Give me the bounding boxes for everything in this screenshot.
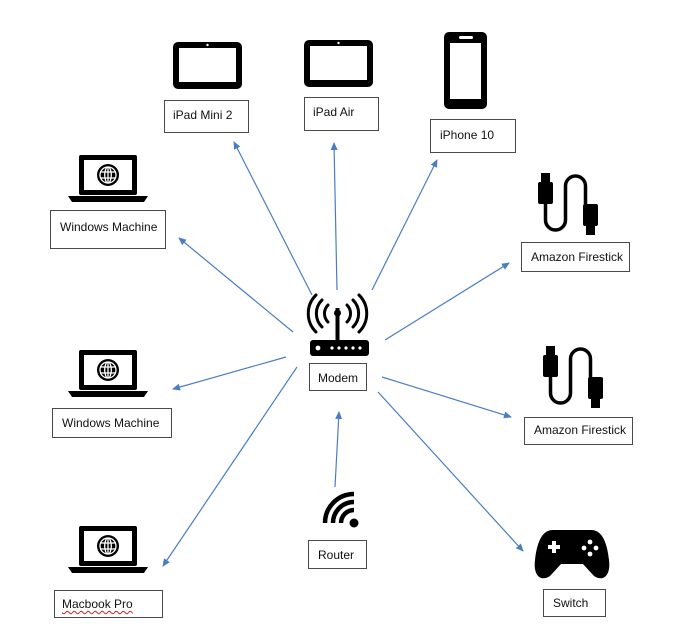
arrow-to-amazon-firestick-lower [381,376,512,419]
node-label: iPad Air [313,105,355,119]
label-amazon-firestick-lower: Amazon Firestick [524,417,633,445]
hub-label: Modem [318,371,359,385]
laptop-globe-icon [68,526,148,573]
node-label: Windows Machine [62,416,160,430]
node-label: Router [318,548,355,562]
label-windows-machine-upper: Windows Machine [50,210,166,249]
arrow-to-switch [377,391,524,552]
arrow-to-windows-machine-lower [172,356,287,391]
tablet-icon [173,42,242,89]
laptop-globe-icon [68,350,148,397]
arrow-to-macbook-pro [162,366,298,567]
node-label: Macbook Pro [62,597,133,611]
label-windows-machine-lower: Windows Machine [52,408,172,438]
arrow-router-to-modem [334,411,343,488]
node-label: Windows Machine [60,220,158,234]
wifi-router-icon [306,293,369,356]
arrow-to-amazon-firestick-upper [384,262,510,341]
label-iphone-10: iPhone 10 [430,119,516,153]
node-label: Amazon Firestick [534,423,627,437]
node-label: iPhone 10 [440,128,495,142]
node-label: Switch [553,596,589,610]
node-label: Amazon Firestick [531,250,624,264]
label-macbook-pro: Macbook Pro [54,590,163,618]
laptop-globe-icon [68,155,148,202]
label-router: Router [308,540,367,569]
arrow-to-ipad-mini-2 [233,141,313,296]
usb-cable-icon [538,173,598,235]
arrow-to-windows-machine-upper [178,237,294,333]
label-amazon-firestick-upper: Amazon Firestick [521,242,630,272]
arrow-to-iphone-10 [371,159,438,291]
label-ipad-air: iPad Air [304,97,379,131]
label-ipad-mini-2: iPad Mini 2 [164,100,249,133]
label-modem: Modem [309,363,367,391]
wifi-signal-icon [322,491,359,528]
gamepad-icon [534,530,610,579]
tablet-icon [304,40,373,87]
smartphone-icon [444,32,487,109]
label-switch: Switch [543,589,606,617]
node-label: iPad Mini 2 [173,108,233,122]
usb-cable-icon [543,346,603,408]
connection-arrows [162,141,524,567]
arrow-to-ipad-air [330,142,338,291]
